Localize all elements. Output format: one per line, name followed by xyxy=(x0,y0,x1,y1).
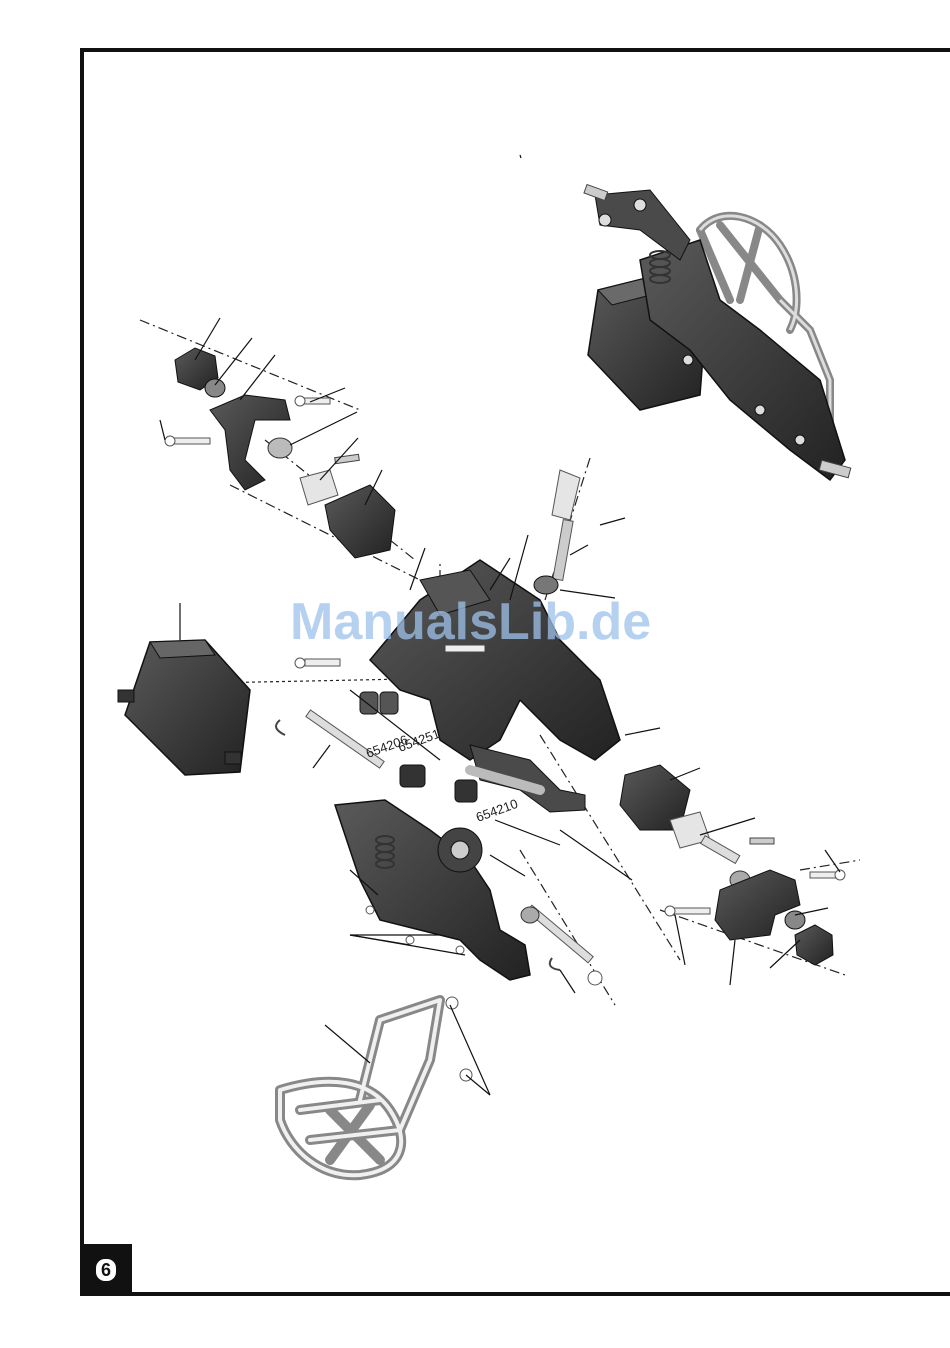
exploded-servo xyxy=(118,640,250,775)
assembled-bolt-4 xyxy=(755,405,765,415)
assembled-bolt-5 xyxy=(795,435,805,445)
center-axle-housing xyxy=(370,560,620,760)
left-bearing xyxy=(205,379,225,397)
right-knuckle-group xyxy=(665,870,845,965)
front-bumper xyxy=(280,1000,440,1175)
page-number-tab: 6 xyxy=(80,1244,132,1296)
page-number: 6 xyxy=(96,1259,116,1281)
part-label-654251: 654251 xyxy=(396,726,442,755)
assembled-axle-view xyxy=(584,184,851,480)
left-bushing xyxy=(268,438,292,458)
left-cv-cup xyxy=(300,470,338,505)
left-screw-2 xyxy=(165,436,210,446)
lower-axle-housing xyxy=(335,800,530,980)
left-knuckle-group xyxy=(165,348,395,558)
bumper-screws xyxy=(446,997,472,1081)
assembled-bolt-3 xyxy=(683,355,693,365)
watermark: ManualsLib.de xyxy=(290,592,651,652)
assembled-bolt-1 xyxy=(599,214,611,226)
assembled-bolt-2 xyxy=(634,199,646,211)
